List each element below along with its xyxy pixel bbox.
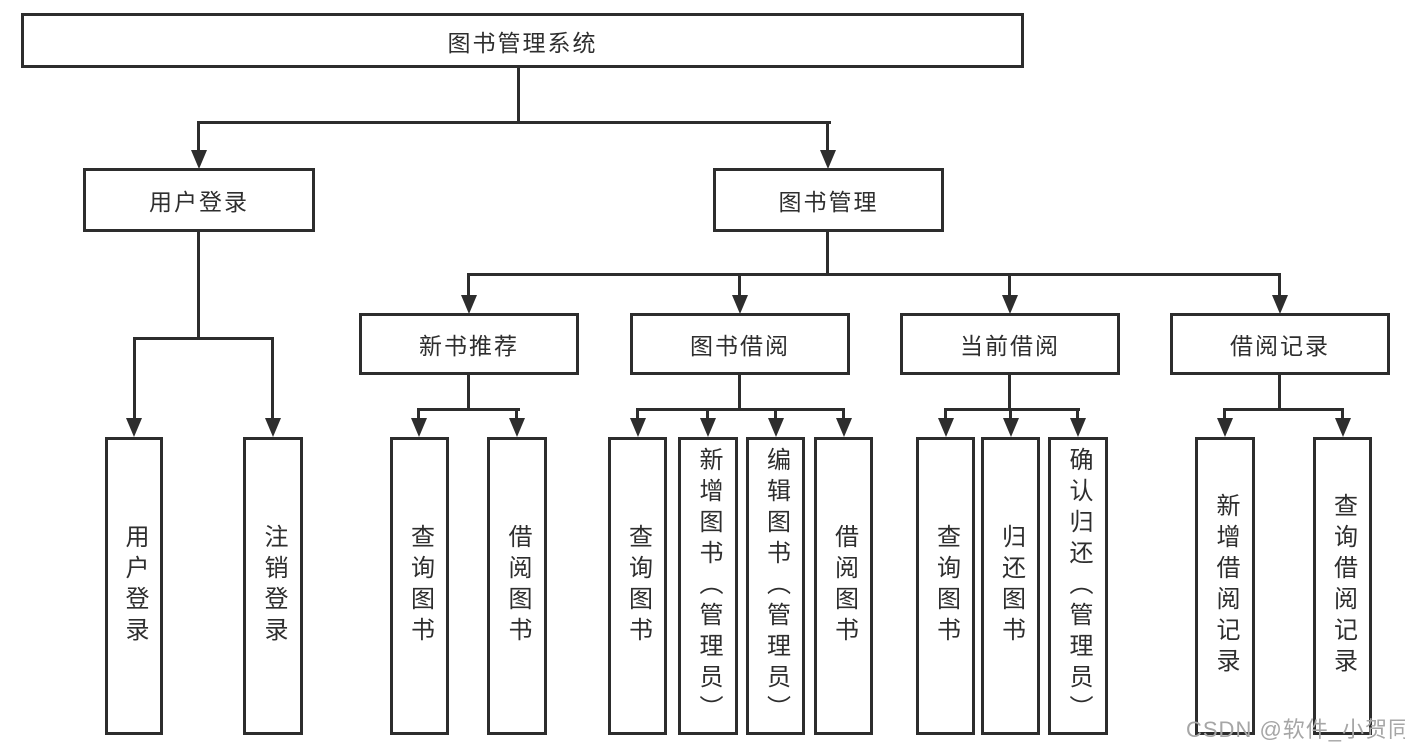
watermark: CSDN @软件_小贺同学 — [1186, 717, 1405, 742]
node-new-book-recommend: 新书推荐 — [359, 313, 579, 375]
connector-line — [271, 337, 274, 422]
connector-line — [826, 232, 829, 276]
arrowhead-down-icon — [461, 295, 477, 314]
connector-line — [517, 68, 520, 124]
connector-line — [842, 408, 845, 422]
connector-line — [1076, 408, 1079, 422]
node-root: 图书管理系统 — [21, 13, 1024, 68]
connector-line — [636, 408, 639, 422]
arrowhead-down-icon — [191, 150, 207, 169]
connector-line — [738, 375, 741, 411]
arrowhead-down-icon — [836, 418, 852, 437]
connector-line — [467, 273, 1281, 276]
leaf-confirm-return-admin: 确认归还（管理员） — [1048, 437, 1108, 735]
arrowhead-down-icon — [820, 150, 836, 169]
connector-line — [1223, 408, 1344, 411]
arrowhead-down-icon — [1070, 418, 1086, 437]
connector-line — [197, 232, 200, 340]
arrowhead-down-icon — [1335, 418, 1351, 437]
leaf-logout: 注销登录 — [243, 437, 303, 735]
connector-line — [197, 121, 200, 154]
arrowhead-down-icon — [732, 295, 748, 314]
connector-line — [738, 273, 741, 299]
connector-line — [706, 408, 709, 422]
leaf-query-book-3: 查询图书 — [916, 437, 975, 735]
connector-line — [774, 408, 777, 422]
connector-line — [417, 408, 520, 411]
arrowhead-down-icon — [265, 418, 281, 437]
leaf-user-login: 用户登录 — [105, 437, 163, 735]
connector-line — [944, 408, 947, 422]
connector-line — [826, 121, 829, 154]
arrowhead-down-icon — [700, 418, 716, 437]
connector-line — [133, 337, 136, 422]
node-borrow-records: 借阅记录 — [1170, 313, 1390, 375]
arrowhead-down-icon — [411, 418, 427, 437]
connector-line — [1341, 408, 1344, 422]
arrowhead-down-icon — [630, 418, 646, 437]
leaf-add-borrow-record: 新增借阅记录 — [1195, 437, 1255, 735]
leaf-query-book-2: 查询图书 — [608, 437, 667, 735]
node-book-management: 图书管理 — [713, 168, 944, 232]
connector-line — [1223, 408, 1226, 422]
node-book-borrow: 图书借阅 — [630, 313, 850, 375]
connector-line — [944, 408, 1080, 411]
arrowhead-down-icon — [1272, 295, 1288, 314]
connector-line — [1278, 375, 1281, 411]
arrowhead-down-icon — [1002, 295, 1018, 314]
leaf-return-book: 归还图书 — [981, 437, 1040, 735]
leaf-add-book-admin: 新增图书（管理员） — [678, 437, 738, 735]
arrowhead-down-icon — [1217, 418, 1233, 437]
arrowhead-down-icon — [938, 418, 954, 437]
arrowhead-down-icon — [768, 418, 784, 437]
node-current-borrow: 当前借阅 — [900, 313, 1120, 375]
connector-line — [1278, 273, 1281, 299]
connector-line — [197, 121, 831, 124]
leaf-borrow-book-2: 借阅图书 — [814, 437, 873, 735]
leaf-query-borrow-record: 查询借阅记录 — [1313, 437, 1372, 735]
connector-line — [1008, 375, 1011, 411]
connector-line — [417, 408, 420, 422]
leaf-query-book-1: 查询图书 — [390, 437, 449, 735]
connector-line — [636, 408, 845, 411]
connector-line — [467, 273, 470, 299]
connector-line — [1008, 273, 1011, 299]
connector-line — [133, 337, 274, 340]
connector-line — [1009, 408, 1012, 422]
arrowhead-down-icon — [509, 418, 525, 437]
leaf-edit-book-admin: 编辑图书（管理员） — [746, 437, 805, 735]
arrowhead-down-icon — [126, 418, 142, 437]
node-user-login: 用户登录 — [83, 168, 315, 232]
arrowhead-down-icon — [1003, 418, 1019, 437]
connector-line — [515, 408, 518, 422]
leaf-borrow-book-1: 借阅图书 — [487, 437, 547, 735]
connector-line — [467, 375, 470, 411]
